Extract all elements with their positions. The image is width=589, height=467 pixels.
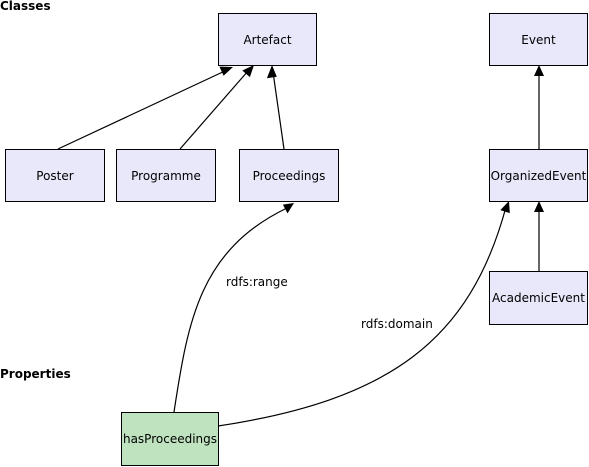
edge-hasproceedings-range [173, 207, 288, 413]
class-node-academicevent[interactable]: AcademicEvent [489, 271, 588, 325]
arrowhead-proceedings-artefact [266, 65, 277, 79]
class-node-organizedevent[interactable]: OrganizedEvent [489, 149, 588, 202]
arrowhead-range-proceedings [282, 203, 294, 214]
arrowhead-poster-artefact [219, 66, 233, 76]
class-node-poster[interactable]: Poster [5, 149, 105, 202]
class-node-programme[interactable]: Programme [116, 149, 216, 202]
class-node-proceedings[interactable]: Proceedings [239, 149, 339, 202]
arrowhead-academicevent-organizedevent [534, 201, 544, 212]
edge-poster-artefact [57, 69, 228, 150]
edge-programme-artefact [179, 70, 249, 150]
class-node-event[interactable]: Event [489, 13, 588, 66]
range-edge-label: rdfs:range [226, 275, 288, 289]
edge-hasproceedings-domain [217, 206, 507, 427]
class-node-artefact[interactable]: Artefact [218, 13, 317, 66]
arrowhead-organizedevent-event [534, 65, 544, 76]
classes-section-label: Classes [0, 0, 51, 13]
properties-section-label: Properties [0, 367, 71, 381]
domain-edge-label: rdfs:domain [361, 317, 433, 331]
arrowhead-domain-organizedevent [500, 201, 510, 214]
arrowhead-programme-artefact [242, 65, 254, 78]
property-node-hasproceedings[interactable]: hasProceedings [121, 412, 219, 466]
edge-proceedings-artefact [272, 71, 285, 150]
